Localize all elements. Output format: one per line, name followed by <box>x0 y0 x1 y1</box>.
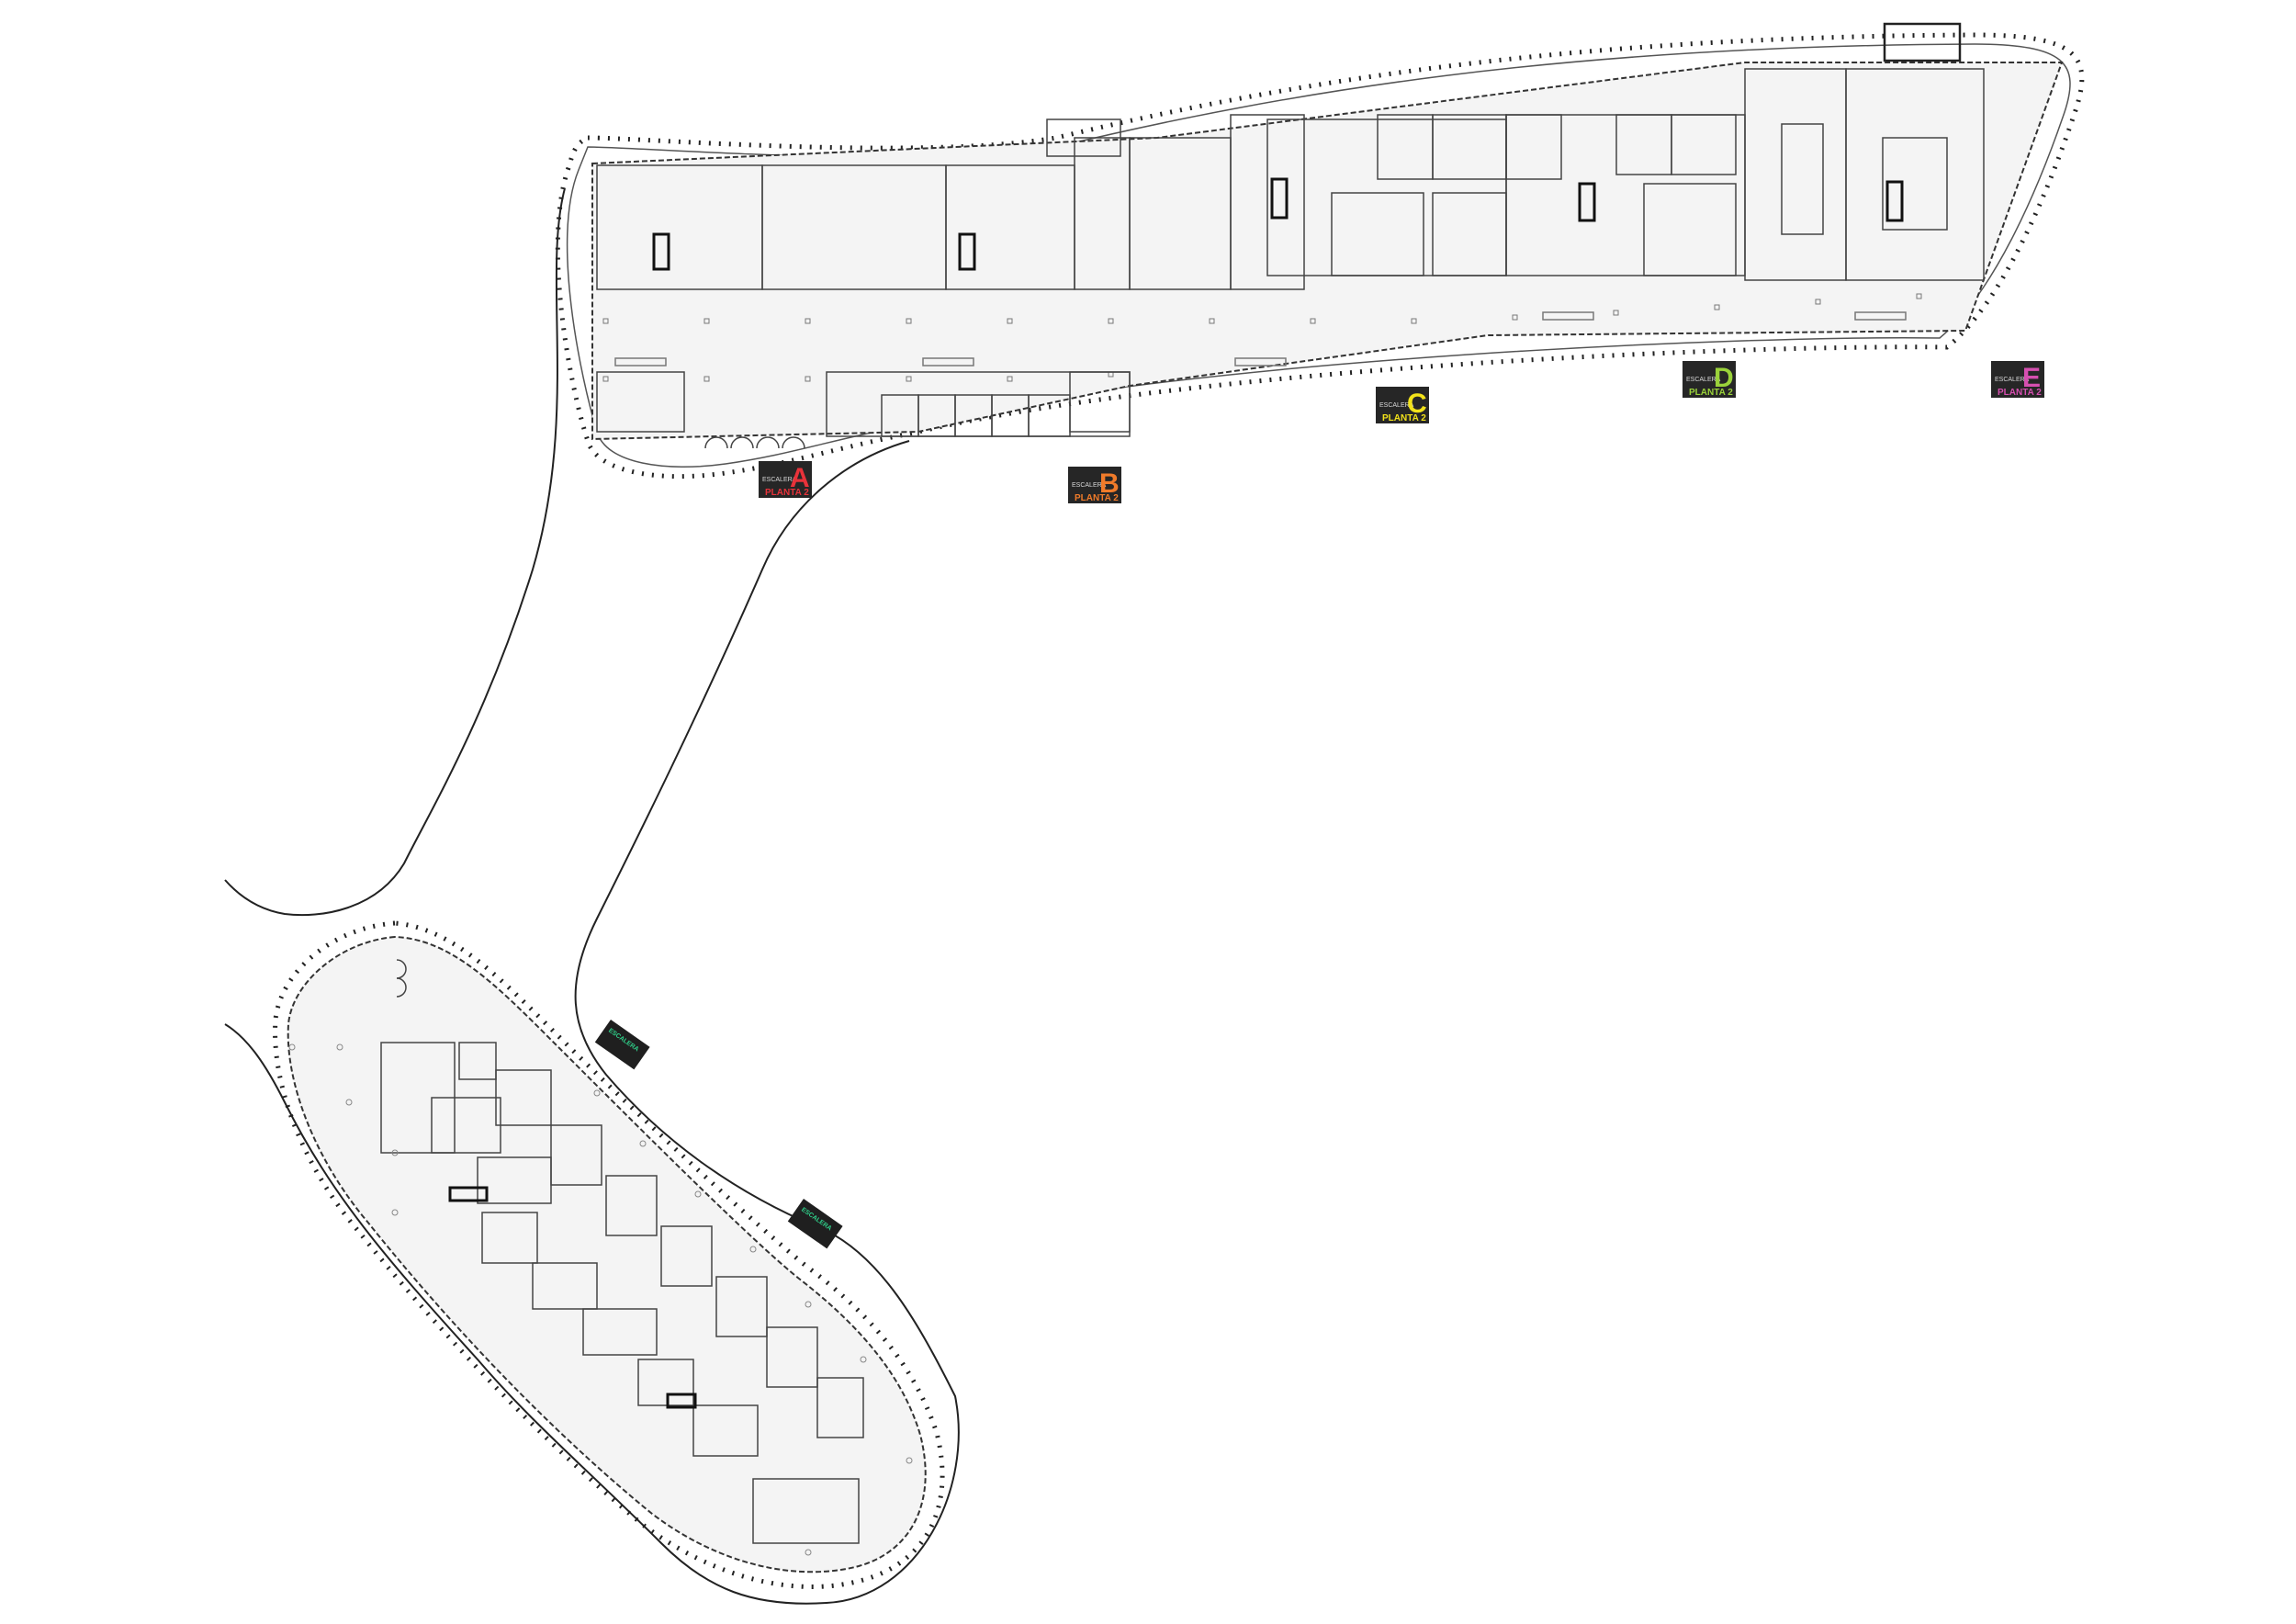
green-sign-1[interactable]: ESCALERA <box>594 1020 650 1070</box>
green-sign-icon <box>787 1199 843 1249</box>
sign-background <box>1068 467 1121 503</box>
south-entrances <box>396 959 407 998</box>
sign-escalera-c[interactable]: ESCALERA C PLANTA 2 <box>1376 387 1429 423</box>
sign-small-label: ESCALERA <box>1995 377 2030 383</box>
sign-planta: PLANTA 2 <box>1998 388 2042 398</box>
sign-small-label: ESCALERA <box>1686 377 1721 383</box>
sign-escalera-e[interactable]: ESCALERA E PLANTA 2 <box>1991 361 2044 398</box>
sign-small-label: ESCALERA <box>1379 402 1414 409</box>
sign-letter: B <box>1099 468 1120 499</box>
south-columns <box>288 1043 913 1556</box>
north-south-rooms <box>596 371 1131 437</box>
sign-letter: E <box>2022 363 2041 393</box>
sign-planta: PLANTA 2 <box>1075 493 1119 503</box>
sign-small-label: ESCALERA <box>1072 482 1107 489</box>
north-outer-boundary <box>555 32 2085 479</box>
green-sign-2[interactable]: ESCALERA <box>787 1199 843 1249</box>
south-rooms <box>380 1042 864 1544</box>
sign-escalera-a[interactable]: ESCALERA A PLANTA 2 <box>759 461 812 498</box>
sign-background <box>1376 387 1429 423</box>
sign-planta: PLANTA 2 <box>1689 388 1733 398</box>
south-building <box>273 920 945 1589</box>
sign-small-label: ESCALERA <box>762 477 797 483</box>
sign-letter: A <box>790 463 810 493</box>
south-elevators <box>448 1186 697 1409</box>
sign-escalera-d[interactable]: ESCALERA D PLANTA 2 <box>1683 361 1736 398</box>
sign-planta: PLANTA 2 <box>765 488 809 498</box>
sign-background <box>1991 361 2044 398</box>
sign-letter: C <box>1407 389 1427 419</box>
sign-letter: D <box>1714 363 1734 393</box>
north-room-row <box>596 68 1985 290</box>
south-floor-slab <box>287 935 927 1573</box>
sign-planta: PLANTA 2 <box>1382 413 1426 423</box>
connector-right <box>224 440 960 1605</box>
sign-escalera-b[interactable]: ESCALERA B PLANTA 2 <box>1068 467 1121 503</box>
connector-left <box>224 187 566 917</box>
north-floor-slab <box>591 62 2064 441</box>
connector-paths <box>224 187 960 1605</box>
north-escalators <box>614 311 1907 367</box>
north-building <box>555 22 2085 479</box>
green-sign-icon <box>594 1020 650 1070</box>
north-elevators <box>652 177 1904 271</box>
north-top-structure <box>1883 22 1962 62</box>
sign-background <box>759 461 812 498</box>
sign-background <box>1683 361 1736 398</box>
north-entrances <box>704 436 805 449</box>
